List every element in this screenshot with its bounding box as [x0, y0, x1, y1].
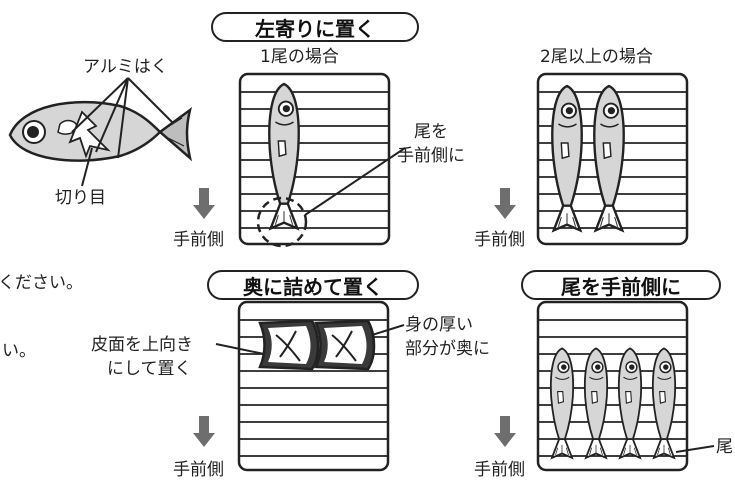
tail-leader-line [675, 445, 715, 453]
text-fragment-1: ください。 [0, 273, 83, 293]
cut-leader-line [81, 147, 93, 187]
grill-plate-two-fish [536, 72, 689, 246]
grill-plate-one-fish [238, 72, 406, 248]
label-cut: 切り目 [55, 188, 106, 208]
foil-leader-line [127, 77, 173, 123]
down-arrow-icon [494, 188, 516, 219]
fillet-icon [314, 319, 376, 371]
label-front-side: 手前側 [474, 230, 525, 250]
tail-leader-line [304, 147, 406, 216]
foil-leader-line [71, 77, 129, 133]
fillet-icon [258, 319, 320, 371]
label-foil: アルミはく [83, 57, 168, 77]
heading-back: 奥に詰めて置く [207, 270, 419, 300]
heading-left-side: 左寄りに置く [211, 12, 419, 42]
grill-plate-fillets [215, 300, 405, 472]
label-skin-up-2: にして置く [107, 359, 192, 379]
label-front-side: 手前側 [474, 460, 525, 480]
label-thick-back-1: 身の厚い [405, 315, 473, 335]
grill-plate-four-fish [536, 300, 715, 472]
label-tail-partial: 尾 [716, 437, 733, 457]
heading-tail-front: 尾を手前側に [521, 270, 721, 300]
label-thick-back-2: 部分が奥に [405, 339, 490, 359]
label-front-side: 手前側 [173, 460, 224, 480]
skin-leader-line [215, 343, 265, 355]
down-arrow-icon [193, 188, 215, 219]
thick-leader-line [371, 324, 405, 336]
label-front-side: 手前側 [173, 230, 224, 250]
label-skin-up-1: 皮面を上向き [91, 335, 193, 355]
down-arrow-icon [494, 416, 516, 447]
foil-tail [157, 106, 193, 162]
text-fragment-2: い。 [2, 341, 36, 361]
fish-with-foil [8, 77, 193, 187]
label-two-plus-fish: 2尾以上の場合 [540, 47, 653, 67]
foil-leader-line [95, 77, 129, 153]
label-one-fish: 1尾の場合 [260, 47, 339, 67]
down-arrow-icon [193, 416, 215, 447]
tail-highlight-circle [256, 196, 308, 248]
label-tail-to-front-2: 手前側に [397, 146, 465, 166]
label-tail-to-front-1: 尾を [414, 122, 448, 142]
foil-leader-line [117, 77, 129, 159]
